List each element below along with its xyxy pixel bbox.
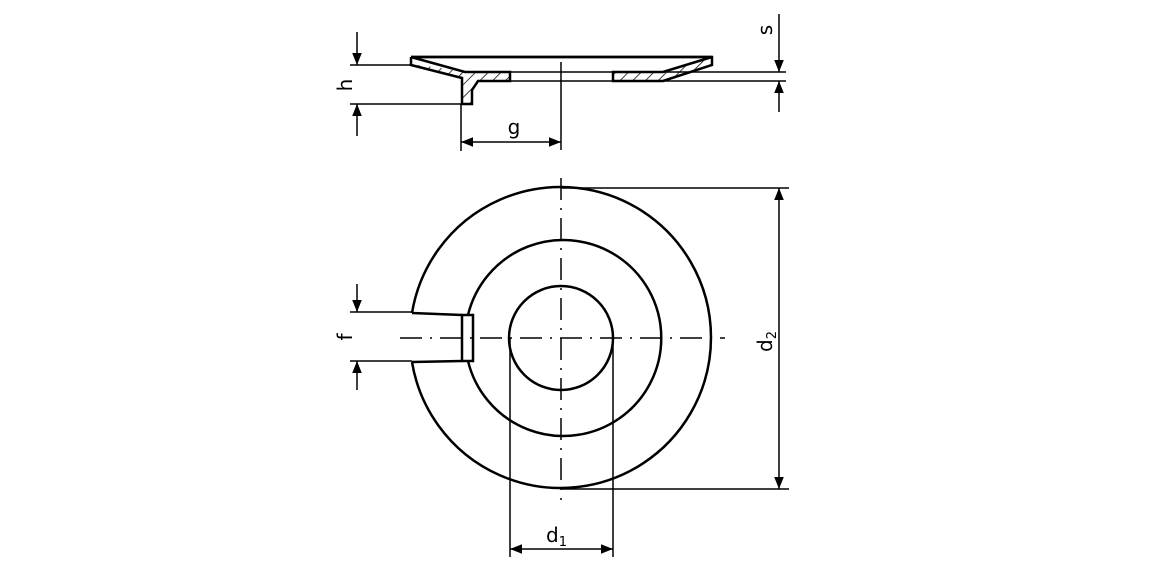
- section-view: h g s: [333, 14, 786, 151]
- dim-s-label: s: [753, 25, 777, 35]
- dim-d1-label: d1: [546, 523, 567, 550]
- dim-g-label: g: [508, 115, 521, 139]
- plan-view: f d2 d1: [333, 178, 789, 557]
- dim-h-label: h: [333, 79, 357, 92]
- dim-f-label: f: [333, 333, 357, 341]
- dim-d2-label: d2: [753, 331, 780, 352]
